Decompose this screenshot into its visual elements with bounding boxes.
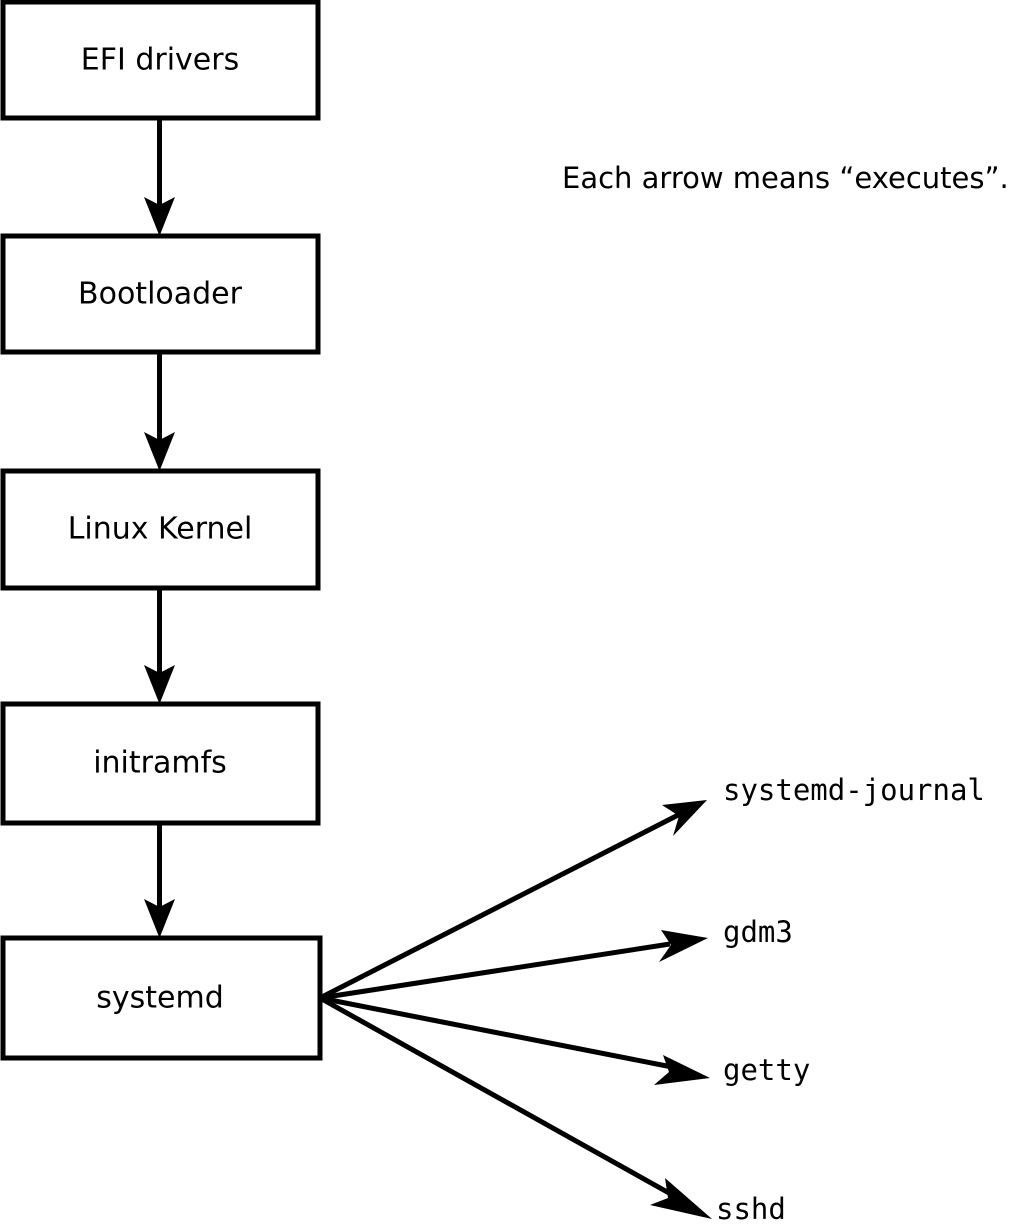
service-label-getty[interactable]: getty [723,1053,810,1087]
box-systemd-label: systemd [96,981,224,1016]
box-initramfs-rect[interactable] [0,701,321,826]
box-bootloader-rect[interactable] [0,233,321,355]
box-systemd-rect[interactable] [0,935,323,1061]
service-label-systemd-journal[interactable]: systemd-journal [723,773,985,807]
box-linux-kernel[interactable]: Linux Kernel [0,468,321,591]
chain-arrow-initramfs-to-systemd [144,823,175,938]
arrow-head-icon [654,1055,710,1085]
arrow-head-down-icon [144,665,175,704]
box-initramfs[interactable]: initramfs [0,701,321,826]
box-linux-kernel-label: Linux Kernel [68,512,253,547]
service-arrow-shaft [318,809,686,1001]
box-linux-kernel-rect[interactable] [0,468,321,591]
service-label-gdm3[interactable]: gdm3 [723,915,793,949]
chain-arrow-bootloader-to-kernel [144,352,175,471]
service-label-sshd[interactable]: sshd [716,1192,786,1226]
arrow-head-down-icon [144,899,175,938]
service-arrow-systemd-journal [318,800,707,1001]
arrow-head-icon [659,930,708,962]
box-initramfs-label: initramfs [93,746,227,781]
service-arrow-getty [319,995,710,1085]
chain-arrow-kernel-to-initramfs [144,588,175,704]
service-arrow-sshd [318,995,712,1219]
service-arrow-shaft [318,995,680,1201]
box-efi-drivers[interactable]: EFI drivers [0,0,321,121]
arrow-head-down-icon [144,197,175,236]
diagram-caption: Each arrow means “executes”. [562,161,1009,195]
box-systemd[interactable]: systemd [0,935,323,1061]
service-arrow-shaft [319,941,671,1001]
box-bootloader[interactable]: Bootloader [0,233,321,355]
box-efi-drivers-label: EFI drivers [81,43,239,78]
service-arrow-gdm3 [319,930,708,1001]
box-bootloader-label: Bootloader [78,277,243,312]
arrow-head-down-icon [144,432,175,471]
chain-arrow-efi-to-bootloader [144,118,175,236]
service-arrow-shaft [319,995,673,1070]
box-efi-drivers-rect[interactable] [0,0,321,121]
arrow-head-icon [650,1178,712,1219]
arrow-head-icon [662,800,707,836]
